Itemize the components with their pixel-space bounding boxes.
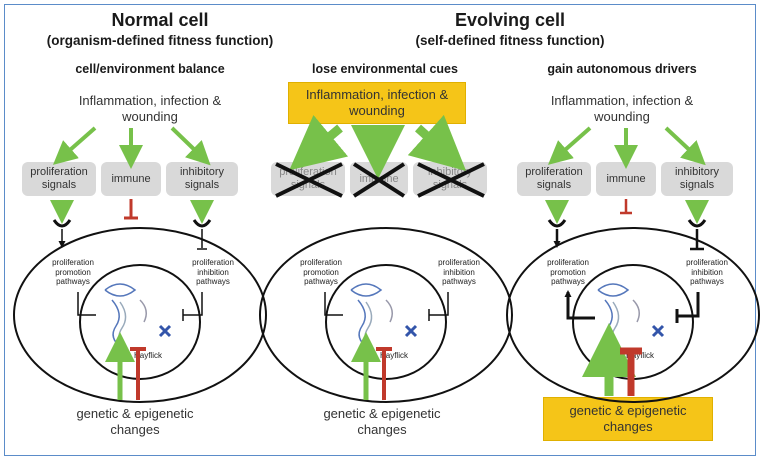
panel1-graphics	[13, 126, 267, 403]
panel3-heading: gain autonomous drivers	[547, 62, 697, 76]
panel2-outer-cell	[259, 227, 513, 403]
panel1-inhibition-label: proliferation inhibition pathways	[192, 258, 234, 286]
panel1-heading: cell/environment balance	[75, 62, 225, 76]
panel2-heading: lose environmental cues	[312, 62, 458, 76]
evolving-cell-title: Evolving cell	[454, 10, 566, 30]
panel1-top-label: Inflammation, infection & wounding	[78, 93, 222, 124]
panel3-proliferation-signals-box: proliferation signals	[517, 162, 591, 196]
panel2-bottom-label: genetic & epigenetic changes	[323, 406, 441, 437]
panel1-right-receptor	[192, 219, 212, 228]
panel2-arrow-to-inhibitory	[407, 114, 467, 171]
panel3-hayflick-label: Hayflick	[625, 351, 654, 360]
panel2-inhibition-pathway	[428, 292, 449, 321]
panel3-right-receptor	[687, 219, 707, 228]
panel1-promotion-pathway	[77, 292, 96, 316]
panel3-dna-icon	[597, 283, 665, 351]
panel2-promotion-pathway	[324, 292, 343, 316]
panel3-graphics	[506, 126, 760, 403]
panel3-right-signal-block	[690, 229, 704, 251]
panel1-right-signal-block	[197, 229, 207, 250]
panel3-inhibition-label: proliferation inhibition pathways	[686, 258, 728, 286]
panel2-graphics	[259, 114, 513, 403]
panel1-proliferation-signals-box: proliferation signals	[22, 162, 96, 196]
panel2-promotion-label: proliferation promotion pathways	[300, 258, 342, 286]
panel3-promotion-pathway	[564, 290, 595, 320]
panel3-inhibitory-signals-box: inhibitory signals	[661, 162, 733, 196]
panel3-promotion-label: proliferation promotion pathways	[547, 258, 589, 286]
panel3-immune-box: immune	[596, 162, 656, 196]
panel3-red-bottom-block	[620, 347, 642, 396]
panel2-cross-inhibitory	[417, 162, 485, 198]
panel2-cross-immune	[352, 162, 406, 198]
panel3-bottom-label-box: genetic & epigenetic changes	[543, 397, 713, 441]
panel1-left-receptor	[52, 219, 72, 228]
panel1-inhibitory-signals-box: inhibitory signals	[166, 162, 238, 196]
panel3-immune-block	[620, 199, 632, 215]
panel1-outer-cell	[13, 227, 267, 403]
panel2-arrow-to-proliferation	[289, 114, 349, 171]
panel1-bottom-label: genetic & epigenetic changes	[76, 406, 194, 437]
panel1-arrow-to-proliferation	[52, 126, 97, 165]
evolving-cell-subtitle: (self-defined fitness function)	[415, 33, 605, 48]
panel3-inhibition-pathway	[675, 292, 700, 323]
panel2-dna-icon	[350, 283, 418, 351]
panel3-arrow-to-proliferation	[547, 126, 592, 165]
panel1-dna-icon	[104, 283, 172, 351]
panel1-red-bottom-block	[130, 347, 146, 400]
panel3-left-receptor	[547, 219, 567, 228]
panel2-inhibition-label: proliferation inhibition pathways	[438, 258, 480, 286]
panel1-promotion-label: proliferation promotion pathways	[52, 258, 94, 286]
normal-cell-subtitle: (organism-defined fitness function)	[46, 33, 274, 48]
panel1-immune-block	[124, 199, 138, 220]
panel3-outer-cell	[506, 227, 760, 403]
panel3-arrow-to-inhibitory	[664, 126, 706, 166]
panel2-cross-proliferation	[275, 162, 343, 198]
panel3-top-label: Inflammation, infection & wounding	[550, 93, 694, 124]
panel1-inhibition-pathway	[182, 292, 203, 321]
panel1-hayflick-label: Hayflick	[133, 351, 162, 360]
panel2-red-bottom-block	[376, 347, 392, 400]
panel2-hayflick-label: Hayflick	[379, 351, 408, 360]
normal-cell-title: Normal cell	[111, 10, 209, 30]
panel1-arrow-to-inhibitory	[170, 126, 211, 166]
